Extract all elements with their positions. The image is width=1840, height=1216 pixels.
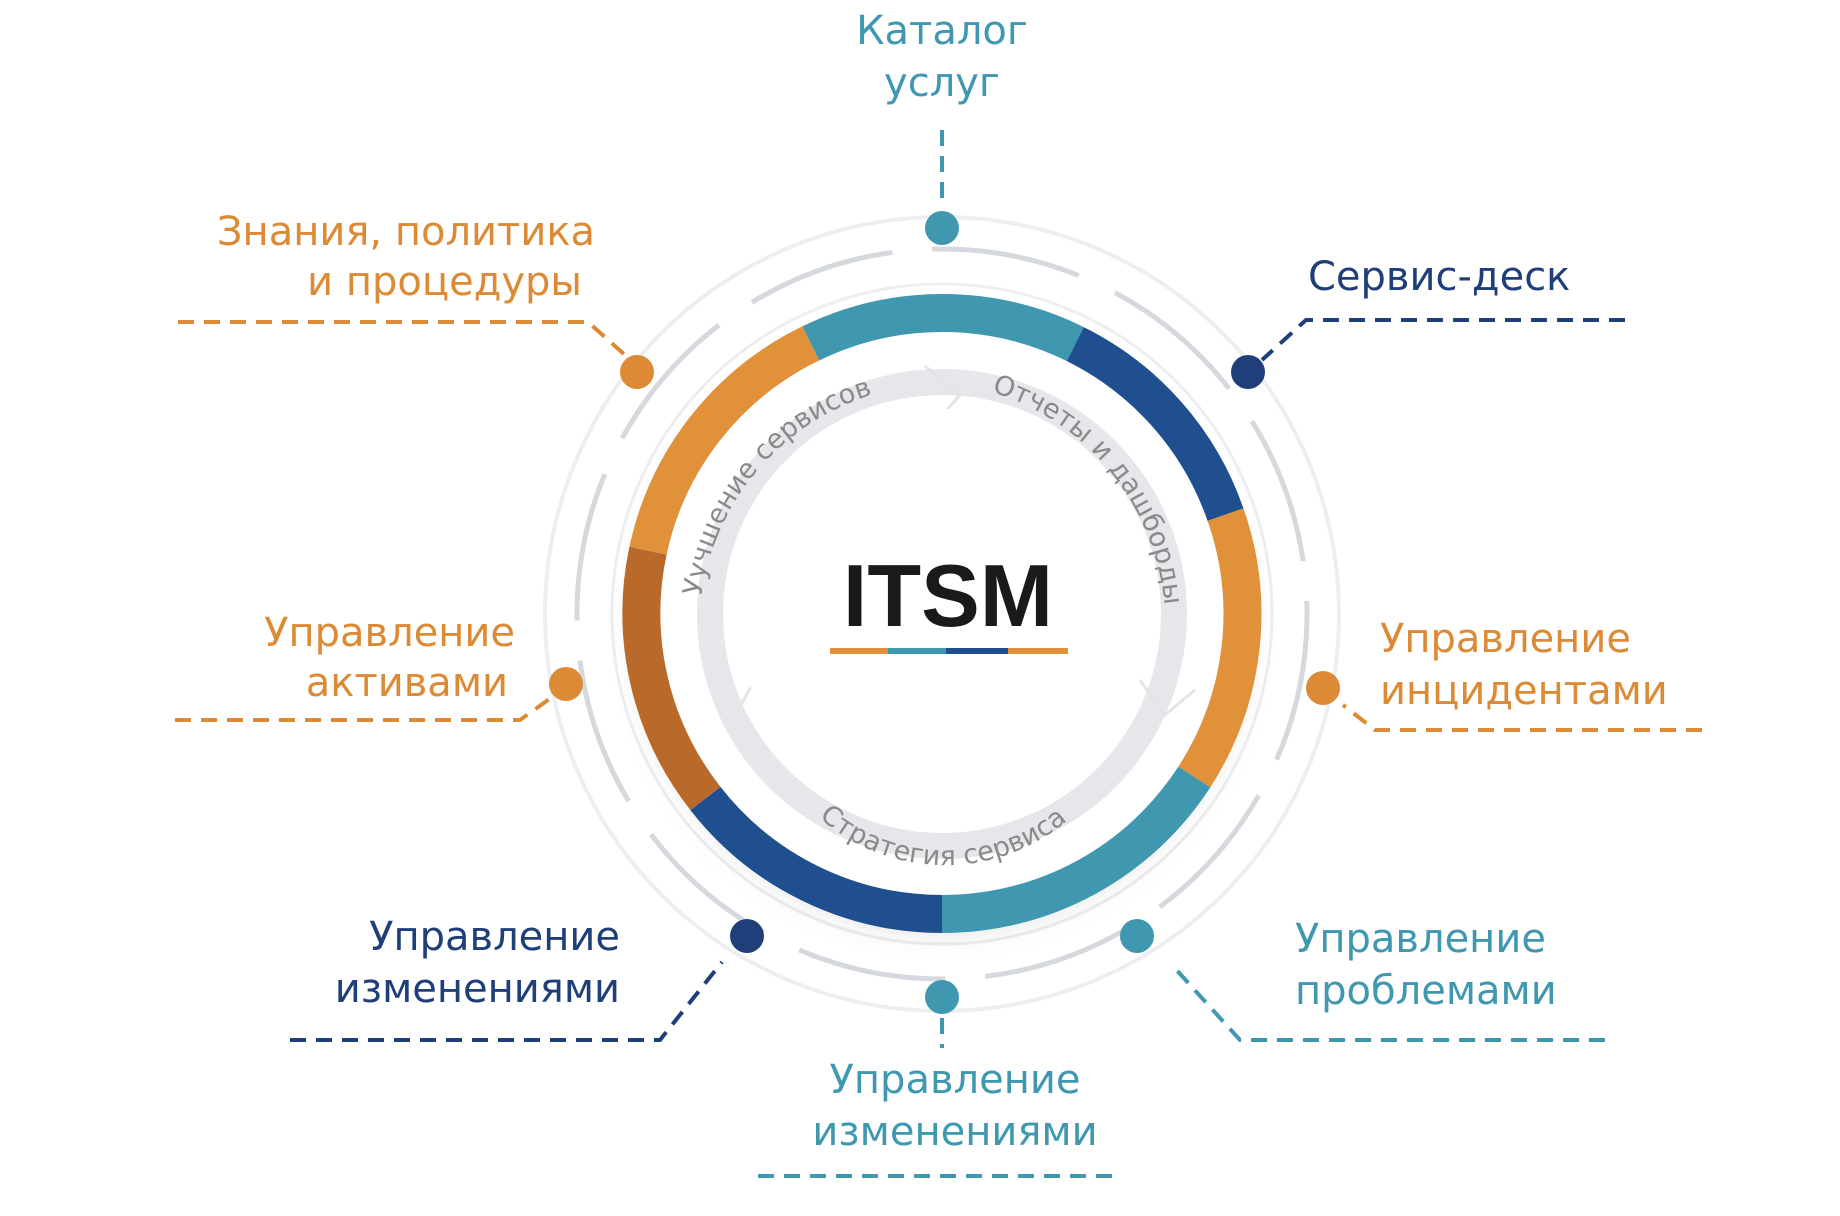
label-knowledge-line1: Знания, политика [217, 209, 595, 255]
center-disk [737, 409, 1147, 819]
label-assets-line1: Управление [264, 610, 515, 656]
label-catalog-line2: услуг [884, 60, 1000, 106]
connector-problems [1170, 963, 1605, 1042]
label-changes-left-line2: изменениями [335, 966, 620, 1012]
label-knowledge-line2: и процедуры [307, 259, 582, 305]
node-dot-incidents [1306, 671, 1340, 705]
node-dot-changes-left [730, 919, 764, 953]
node-dot-problems [1120, 919, 1154, 953]
ring-segment-orange-right [1178, 508, 1262, 788]
center-title: ITSM [843, 546, 1053, 645]
label-incidents-line1: Управление [1380, 616, 1631, 662]
label-incidents-line2: инцидентами [1380, 668, 1668, 714]
title-underline [830, 648, 1068, 654]
connector-knowledge [178, 320, 627, 357]
connector-incidents [1341, 703, 1702, 732]
cycle-arrow-right [1138, 679, 1196, 718]
ring-segment-teal-bottom [941, 766, 1211, 934]
label-catalog-line1: Каталог [856, 8, 1028, 54]
ring-segments [622, 294, 1262, 934]
ring-segment-teal-top [802, 294, 1084, 362]
label-servicedesk: Сервис-деск [1308, 254, 1570, 300]
middle-ring-dashed [574, 246, 1310, 982]
node-labels: Каталог услуг Знания, политика и процеду… [217, 8, 1668, 1155]
node-dot-knowledge [620, 355, 654, 389]
label-problems-line1: Управление [1295, 916, 1546, 962]
connector-changes-left [290, 960, 724, 1042]
node-dot-changes-bottom [925, 980, 959, 1014]
node-dot-servicedesk [1231, 355, 1265, 389]
connector-assets [175, 693, 557, 722]
label-changes-bottom-line1: Управление [830, 1057, 1081, 1103]
node-dot-catalog [925, 211, 959, 245]
connectors [175, 130, 1702, 1178]
label-changes-left-line1: Управление [369, 914, 620, 960]
ring-segment-darkorange-left [622, 546, 721, 811]
connector-changes-bottom [758, 1018, 1120, 1178]
inner-ring [610, 282, 1274, 946]
connector-servicedesk [1260, 318, 1625, 362]
node-dot-assets [549, 667, 583, 701]
label-assets-line2: активами [306, 660, 508, 706]
ring-segment-navy-right [1066, 327, 1244, 522]
label-changes-bottom-line2: изменениями [812, 1109, 1097, 1155]
ring-segment-orange-left [629, 326, 820, 555]
label-problems-line2: проблемами [1295, 968, 1557, 1014]
ring-segment-navy-bottom [690, 786, 943, 933]
